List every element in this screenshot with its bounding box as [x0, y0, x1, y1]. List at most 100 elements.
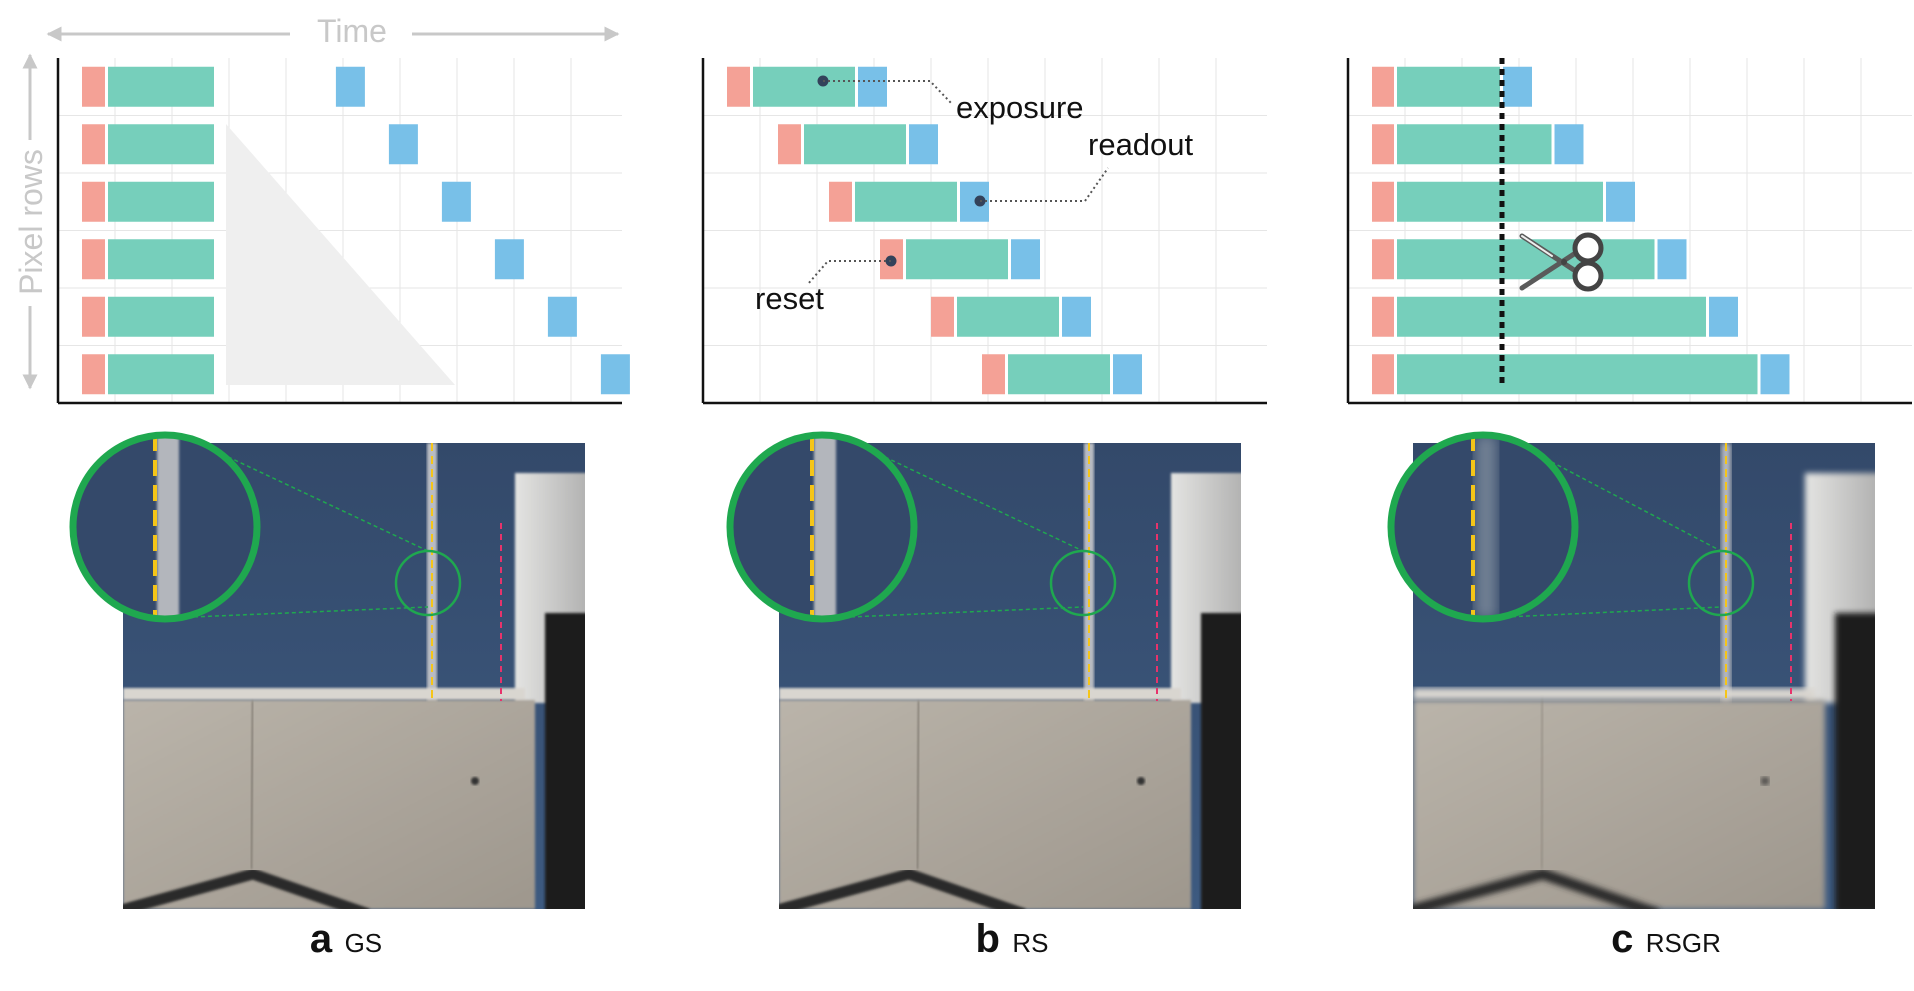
- exposure-bar: [108, 124, 214, 165]
- reset-bar: [982, 354, 1005, 395]
- reset-bar: [82, 66, 105, 107]
- rsgr-cut-marker: [1499, 58, 1604, 386]
- exposure-bar: [108, 354, 214, 395]
- caption-letter: b: [975, 917, 999, 961]
- wall: [123, 700, 535, 909]
- exposure-bar: [957, 296, 1059, 337]
- dark-structure: [1835, 613, 1875, 909]
- reset-bar: [1372, 181, 1394, 222]
- readout-bar: [335, 66, 365, 107]
- caption-rs: b RS: [975, 917, 1048, 961]
- caption-letter: a: [310, 917, 333, 961]
- readout-bar: [1554, 124, 1584, 165]
- reset-bar: [1372, 66, 1394, 107]
- photo-scene: [779, 443, 1241, 909]
- photo-crop-rs: [726, 431, 1241, 909]
- reset-bar: [778, 124, 801, 165]
- readout-bar: [1606, 181, 1635, 222]
- readout-bar: [1113, 354, 1142, 395]
- rs-annotations: exposure readout reset: [755, 75, 1194, 316]
- chevron-edge: [779, 868, 1026, 909]
- exposure-bar: [804, 124, 906, 165]
- reset-bar: [82, 296, 105, 337]
- chevron-edge: [1413, 868, 1660, 909]
- reset-bar: [82, 124, 105, 165]
- caption-name: RS: [1012, 928, 1048, 958]
- readout-bar: [909, 124, 938, 165]
- wall-seam: [1540, 700, 1544, 870]
- magnifier-ring: [69, 431, 261, 623]
- exposure-bar: [753, 66, 855, 107]
- wall-spot: [471, 777, 479, 785]
- chevron-edge: [123, 868, 370, 909]
- gs-readout-wait-triangle: [226, 124, 455, 385]
- caption-name: RSGR: [1646, 928, 1721, 958]
- zoom-connector-line: [801, 606, 1084, 620]
- exposure-bar: [1397, 124, 1552, 165]
- exposure-bar: [108, 239, 214, 280]
- exposure-pointer-line: [823, 80, 953, 105]
- dark-structure: [545, 613, 585, 909]
- reset-bar: [1372, 354, 1394, 395]
- caption-letter: c: [1611, 917, 1633, 961]
- rows-axis: Pixel rows: [13, 53, 49, 390]
- exposure-bar: [1397, 239, 1655, 280]
- exposure-bar: [1397, 354, 1758, 395]
- photo-crop-gs: [69, 431, 585, 909]
- timing-panel-rsgr: [1346, 58, 1912, 405]
- readout-bar: [547, 296, 577, 337]
- timing-panel-gs: [56, 58, 630, 405]
- wall-spot: [1137, 777, 1145, 785]
- magnifier-ring: [1387, 431, 1579, 623]
- roof-edge: [779, 688, 1181, 700]
- readout-bar: [1011, 239, 1040, 280]
- dark-structure: [1201, 613, 1241, 909]
- readout-bar: [441, 181, 471, 222]
- reset-bar: [82, 239, 105, 280]
- readout-pointer-line: [980, 167, 1109, 202]
- reset-bar: [931, 296, 954, 337]
- caption-gs: a GS: [310, 917, 382, 961]
- readout-bar: [494, 239, 524, 280]
- wall-seam: [916, 700, 920, 870]
- readout-bar: [858, 66, 887, 107]
- exposure-bar: [108, 66, 214, 107]
- magnified-pole: [157, 435, 179, 619]
- exposure-bar: [108, 296, 214, 337]
- timing-panel-rs: [701, 58, 1267, 405]
- reset-pointer-line: [807, 260, 891, 285]
- readout-bar: [1503, 66, 1532, 107]
- photo-scene: [1413, 443, 1875, 909]
- readout-bar: [388, 124, 418, 165]
- caption-rsgr: c RSGR: [1611, 917, 1721, 961]
- zoom-connector-line: [1507, 438, 1722, 552]
- scissors-icon: [1519, 232, 1604, 292]
- reset-bar: [1372, 296, 1394, 337]
- readout-bar: [600, 354, 630, 395]
- svg-text:c RSGR: c RSGR: [1611, 917, 1721, 961]
- wall-spot: [1761, 777, 1769, 785]
- wall-seam: [250, 700, 254, 870]
- magnifier-ring: [726, 431, 918, 623]
- exposure-bar: [906, 239, 1008, 280]
- zoom-region-circle: [394, 549, 462, 617]
- zoom-connector-line: [144, 606, 429, 620]
- exposure-bar: [1397, 66, 1500, 107]
- photo-scene: [123, 443, 585, 909]
- magnified-view: [1391, 435, 1575, 619]
- time-axis-label: Time: [317, 13, 387, 49]
- readout-label: readout: [1088, 127, 1194, 162]
- reset-bar: [1372, 124, 1394, 165]
- wall: [779, 700, 1191, 909]
- exposure-bar: [1397, 296, 1706, 337]
- svg-text:b RS: b RS: [975, 917, 1048, 961]
- photo-crop-rsgr: [1387, 431, 1875, 909]
- rows-axis-label: Pixel rows: [13, 149, 49, 295]
- roof-edge: [123, 688, 525, 700]
- readout-bar: [1062, 296, 1091, 337]
- magnified-view: [730, 435, 914, 619]
- magnified-pole: [814, 435, 836, 619]
- reset-bar: [82, 354, 105, 395]
